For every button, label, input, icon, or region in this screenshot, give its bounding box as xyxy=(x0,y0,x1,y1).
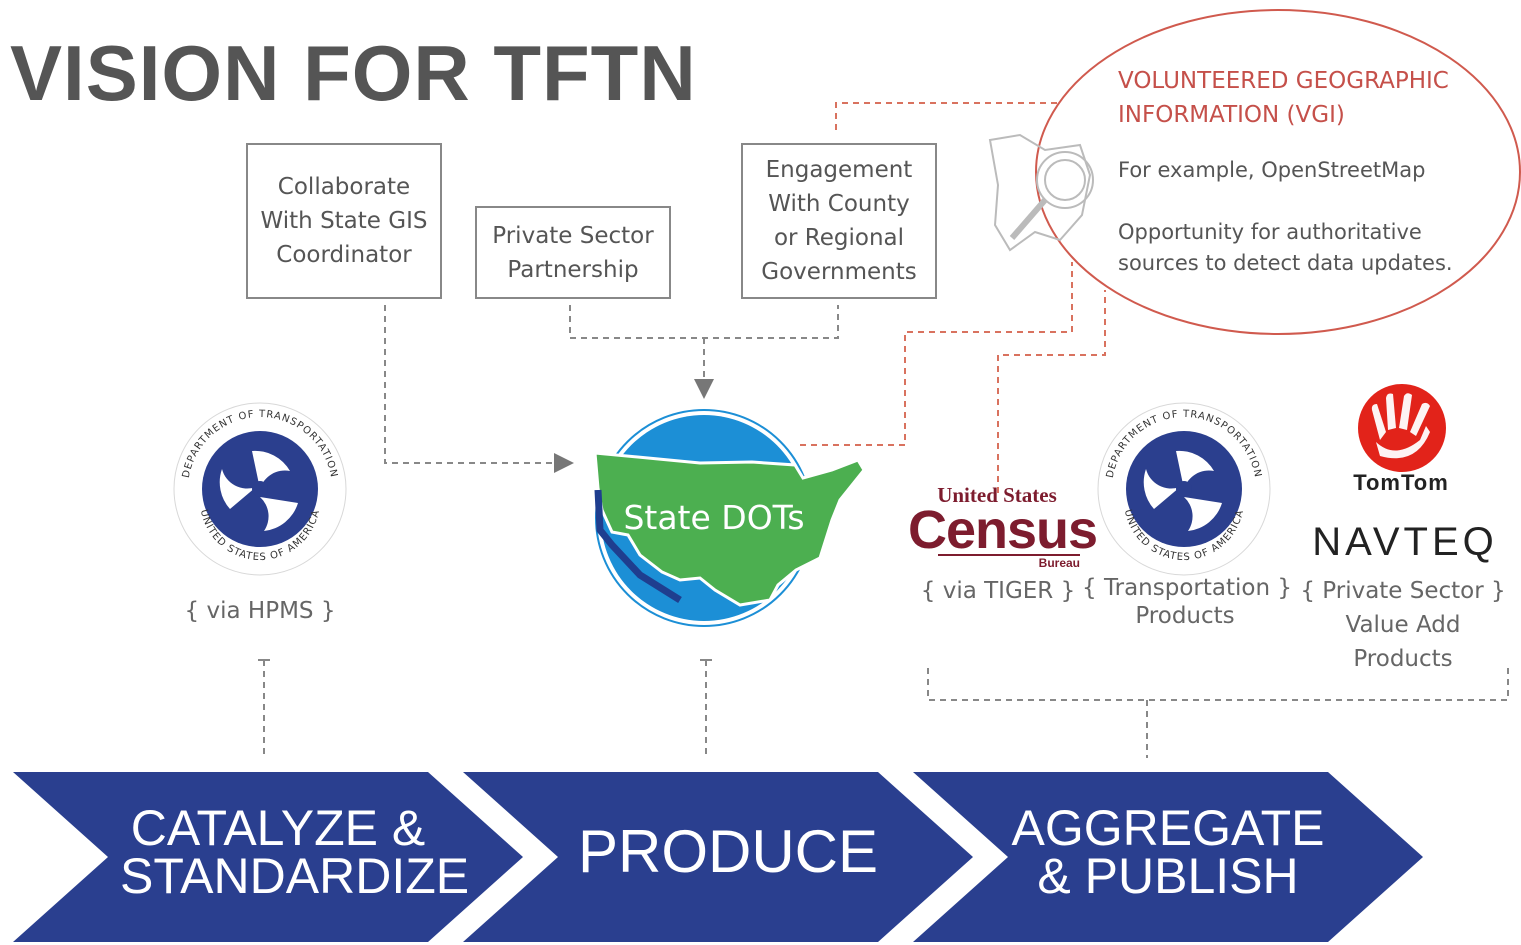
label-tiger: { via TIGER } xyxy=(920,578,1076,604)
box-line: Partnership xyxy=(507,256,639,283)
stage-chevrons xyxy=(13,772,1423,942)
box-line: With State GIS xyxy=(260,208,428,234)
navteq-logo: NAVTEQ xyxy=(1312,520,1498,564)
box-line: Collaborate xyxy=(277,174,411,200)
chevron-aggregate xyxy=(913,772,1423,942)
box-line: Private Sector xyxy=(492,222,654,249)
dot-seal-icon-right: DEPARTMENT OF TRANSPORTATION UNITED STAT… xyxy=(1097,402,1271,576)
tomtom-logo: TomTom xyxy=(1353,470,1449,495)
state-dots-logo xyxy=(593,409,866,627)
dot-seal-icon: DEPARTMENT OF TRANSPORTATION UNITED STAT… xyxy=(173,402,347,576)
connector-bracket-private-county xyxy=(569,305,839,339)
vgi-ellipse xyxy=(1035,9,1521,335)
connector-vgi-top xyxy=(835,102,1060,130)
box-county-engagement: Engagement With County or Regional Gover… xyxy=(741,143,937,299)
stage-aggregate: AGGREGATE & PUBLISH xyxy=(1011,800,1325,904)
connector-gis-to-dots xyxy=(384,305,574,473)
box-private-sector: Private Sector Partnership xyxy=(475,206,671,299)
label-private-sector: { Private Sector } Value Add Products xyxy=(1300,578,1506,672)
chevron-produce xyxy=(463,772,973,942)
label-transportation: { Transportation } Products xyxy=(1082,575,1292,629)
vgi-title: VOLUNTEERED GEOGRAPHIC INFORMATION (VGI) xyxy=(1118,68,1449,128)
tomtom-hand-icon xyxy=(1358,384,1446,472)
connector-census-vgi xyxy=(997,290,1106,493)
page-title: VISION FOR TFTN xyxy=(10,29,697,117)
census-logo: United States Census Bureau xyxy=(908,483,1098,570)
box-line: Engagement xyxy=(765,157,913,183)
map-magnifier-icon xyxy=(988,133,1094,252)
vgi-opportunity: Opportunity for authoritative sources to… xyxy=(1118,220,1453,275)
label-hpms: { via HPMS } xyxy=(184,598,336,624)
box-line: Governments xyxy=(761,259,917,285)
stage-produce: PRODUCE xyxy=(577,818,879,885)
connector-aggregate-bracket xyxy=(927,668,1509,701)
box-line: or Regional xyxy=(773,225,905,251)
state-dots-label: State DOTs xyxy=(623,498,805,537)
box-line: With County xyxy=(768,191,910,217)
vgi-connectors xyxy=(800,102,1106,493)
box-collaborate-gis: Collaborate With State GIS Coordinator xyxy=(246,143,442,299)
stage-catalyze: CATALYZE & STANDARDIZE xyxy=(120,800,470,904)
chevron-catalyze xyxy=(13,772,523,942)
box-line: Coordinator xyxy=(276,242,412,268)
vgi-example: For example, OpenStreetMap xyxy=(1118,158,1426,182)
grey-connectors xyxy=(263,305,1509,758)
connector-dots-vgi xyxy=(800,262,1073,446)
